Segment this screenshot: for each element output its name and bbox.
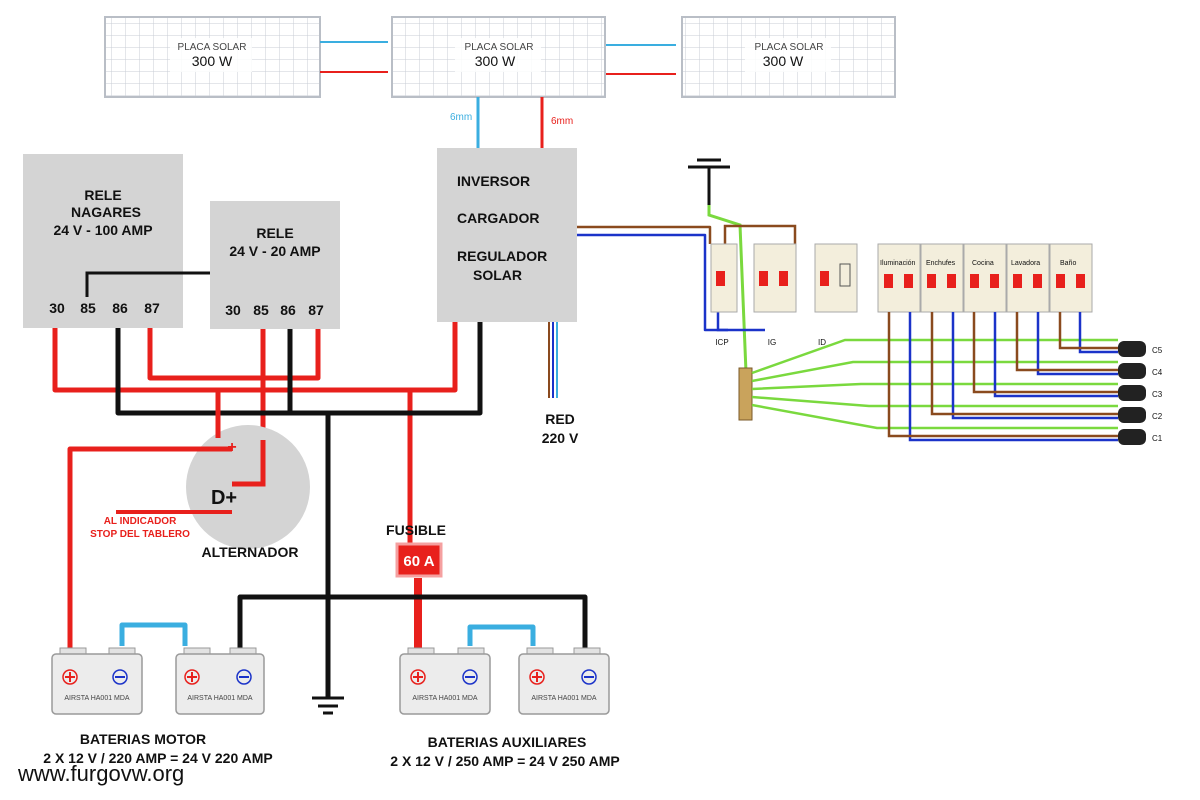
circuit-label-1: Iluminación: [880, 260, 916, 267]
grid-voltage: 220 V: [542, 430, 579, 446]
alternator-plus: +: [227, 439, 236, 456]
battery-label: AIRSTA HA001 MDA: [412, 695, 478, 702]
relay2-terminal-87: 87: [308, 302, 324, 318]
panel-3-power: 300 W: [763, 53, 804, 69]
earth-terminal-block: [738, 367, 753, 421]
solar-panels: PLACA SOLAR 300 W PLACA SOLAR 300 W PLAC…: [104, 16, 896, 98]
breaker-id: [814, 243, 858, 313]
relay1-brand: NAGARES: [71, 204, 141, 220]
breaker-label-id: ID: [818, 338, 826, 347]
relay2-title: RELE: [256, 225, 293, 241]
breaker-ig: [753, 243, 797, 313]
breaker-label-ig: IG: [768, 338, 776, 347]
panel-2-power: 300 W: [475, 53, 516, 69]
output-c1: C1: [1152, 434, 1163, 443]
output-c5: C5: [1152, 346, 1163, 355]
panel-wiring: [320, 41, 676, 148]
batteries-motor-spec: 2 X 12 V / 220 AMP = 24 V 220 AMP: [43, 750, 272, 766]
ac-distribution-panel: Iluminación Enchufes Cocina Lavadora Bañ…: [688, 158, 1163, 445]
battery-label: AIRSTA HA001 MDA: [187, 695, 253, 702]
solar-panel-1: PLACA SOLAR 300 W: [104, 16, 321, 98]
circuit-label-4: Lavadora: [1011, 260, 1040, 267]
relay1-terminal-87: 87: [144, 300, 160, 316]
panel-1-label: PLACA SOLAR: [178, 42, 247, 53]
battery-aux-1: AIRSTA HA001 MDA: [399, 647, 491, 715]
watermark: www.furgovw.org: [17, 761, 184, 786]
grid-label: RED: [545, 411, 575, 427]
fuse-title: FUSIBLE: [386, 522, 446, 538]
inverter-line-3: REGULADOR: [457, 248, 547, 264]
relay2-terminal-86: 86: [280, 302, 296, 318]
circuit-breakers: [877, 243, 1093, 313]
batteries-aux-spec: 2 X 12 V / 250 AMP = 24 V 250 AMP: [390, 753, 619, 769]
solar-panel-3: PLACA SOLAR 300 W: [681, 16, 896, 98]
relay2-terminal-85: 85: [253, 302, 269, 318]
batteries-aux-title: BATERIAS AUXILIARES: [428, 734, 587, 750]
breaker-label-icp: ICP: [715, 338, 728, 347]
battery-label: AIRSTA HA001 MDA: [64, 695, 130, 702]
alternator-label: ALTERNADOR: [202, 544, 299, 560]
fuse-value: 60 A: [403, 553, 434, 570]
panel-3-label: PLACA SOLAR: [755, 42, 824, 53]
inverter-line-4: SOLAR: [473, 267, 522, 283]
inverter-line-2: CARGADOR: [457, 210, 539, 226]
battery-motor-1: AIRSTA HA001 MDA: [51, 647, 143, 715]
inverter-charger: INVERSOR CARGADOR REGULADOR SOLAR: [437, 148, 577, 322]
relay1-terminal-86: 86: [112, 300, 128, 316]
fuse: FUSIBLE 60 A: [386, 522, 446, 578]
relay2-rating: 24 V - 20 AMP: [229, 243, 320, 259]
earth-electrode-icon: [688, 158, 730, 205]
battery-motor-2: AIRSTA HA001 MDA: [175, 647, 265, 715]
indicator-label-2: STOP DEL TABLERO: [90, 529, 190, 540]
relay-nagares: RELE NAGARES 24 V - 100 AMP 30 85 86 87: [23, 154, 183, 328]
panel-1-power: 300 W: [192, 53, 233, 69]
output-cables: [1118, 341, 1146, 445]
inverter-line-1: INVERSOR: [457, 173, 530, 189]
circuit-label-5: Baño: [1060, 260, 1076, 267]
alternator-d-plus: D+: [211, 487, 237, 509]
panel-2-label: PLACA SOLAR: [465, 42, 534, 53]
circuit-label-3: Cocina: [972, 260, 994, 267]
output-c4: C4: [1152, 368, 1163, 377]
relay1-terminal-30: 30: [49, 300, 65, 316]
relay1-terminal-85: 85: [80, 300, 96, 316]
relay-20a: RELE 24 V - 20 AMP 30 85 86 87: [210, 201, 340, 329]
battery-aux-2: AIRSTA HA001 MDA: [518, 647, 610, 715]
circuit-label-2: Enchufes: [926, 260, 956, 267]
solar-panel-2: PLACA SOLAR 300 W: [391, 16, 606, 98]
output-c2: C2: [1152, 412, 1163, 421]
breaker-icp: [710, 243, 738, 313]
ground-icon: [312, 696, 344, 715]
batteries-motor-title: BATERIAS MOTOR: [80, 731, 206, 747]
blue-cable-size: 6mm: [450, 112, 472, 123]
alternator: + D+: [70, 390, 310, 549]
relay2-terminal-30: 30: [225, 302, 241, 318]
red-cable-size: 6mm: [551, 116, 573, 127]
battery-label: AIRSTA HA001 MDA: [531, 695, 597, 702]
relay1-title: RELE: [84, 187, 121, 203]
relay1-rating: 24 V - 100 AMP: [53, 222, 152, 238]
indicator-label-1: AL INDICADOR: [104, 516, 177, 527]
output-c3: C3: [1152, 390, 1163, 399]
